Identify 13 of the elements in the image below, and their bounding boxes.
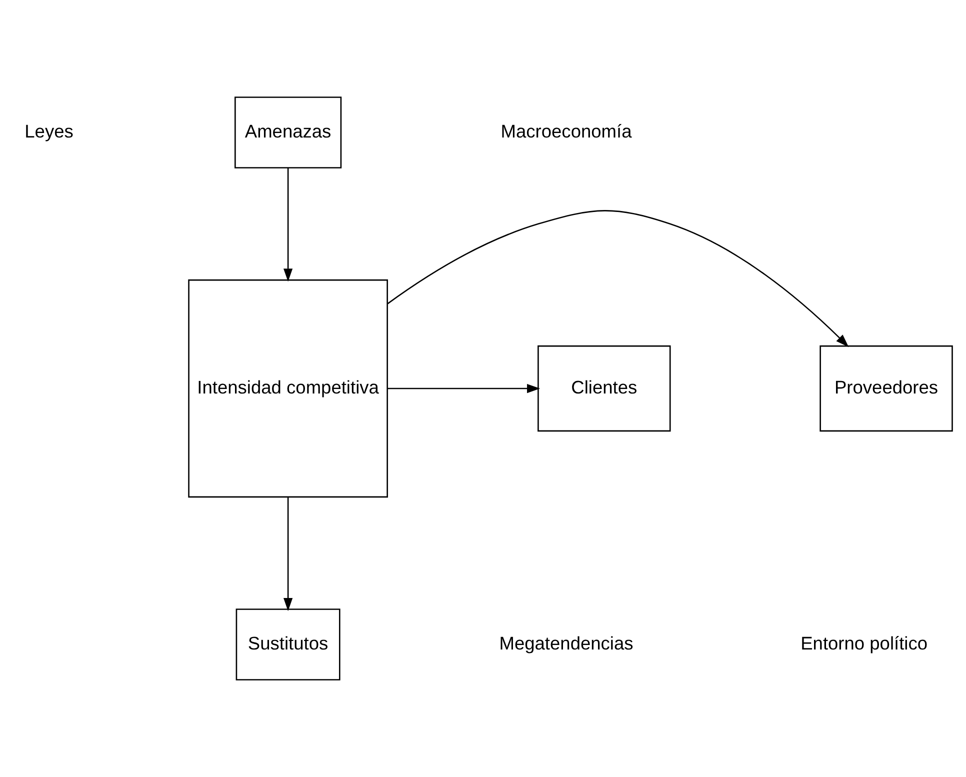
label: Entorno político — [800, 632, 928, 654]
label: Megatendencias — [499, 632, 634, 654]
arrow — [387, 384, 540, 394]
node-box: Intensidad competitiva — [188, 279, 388, 498]
arrow — [283, 497, 293, 612]
node-box: Proveedores — [820, 345, 953, 432]
arrow — [283, 168, 293, 282]
node-box: Amenazas — [234, 96, 342, 168]
arrow — [387, 210, 849, 348]
node-box: Clientes — [538, 345, 671, 432]
label: Leyes — [24, 120, 74, 142]
label: Macroeconomía — [500, 120, 632, 142]
node-box: Sustitutos — [236, 608, 340, 680]
